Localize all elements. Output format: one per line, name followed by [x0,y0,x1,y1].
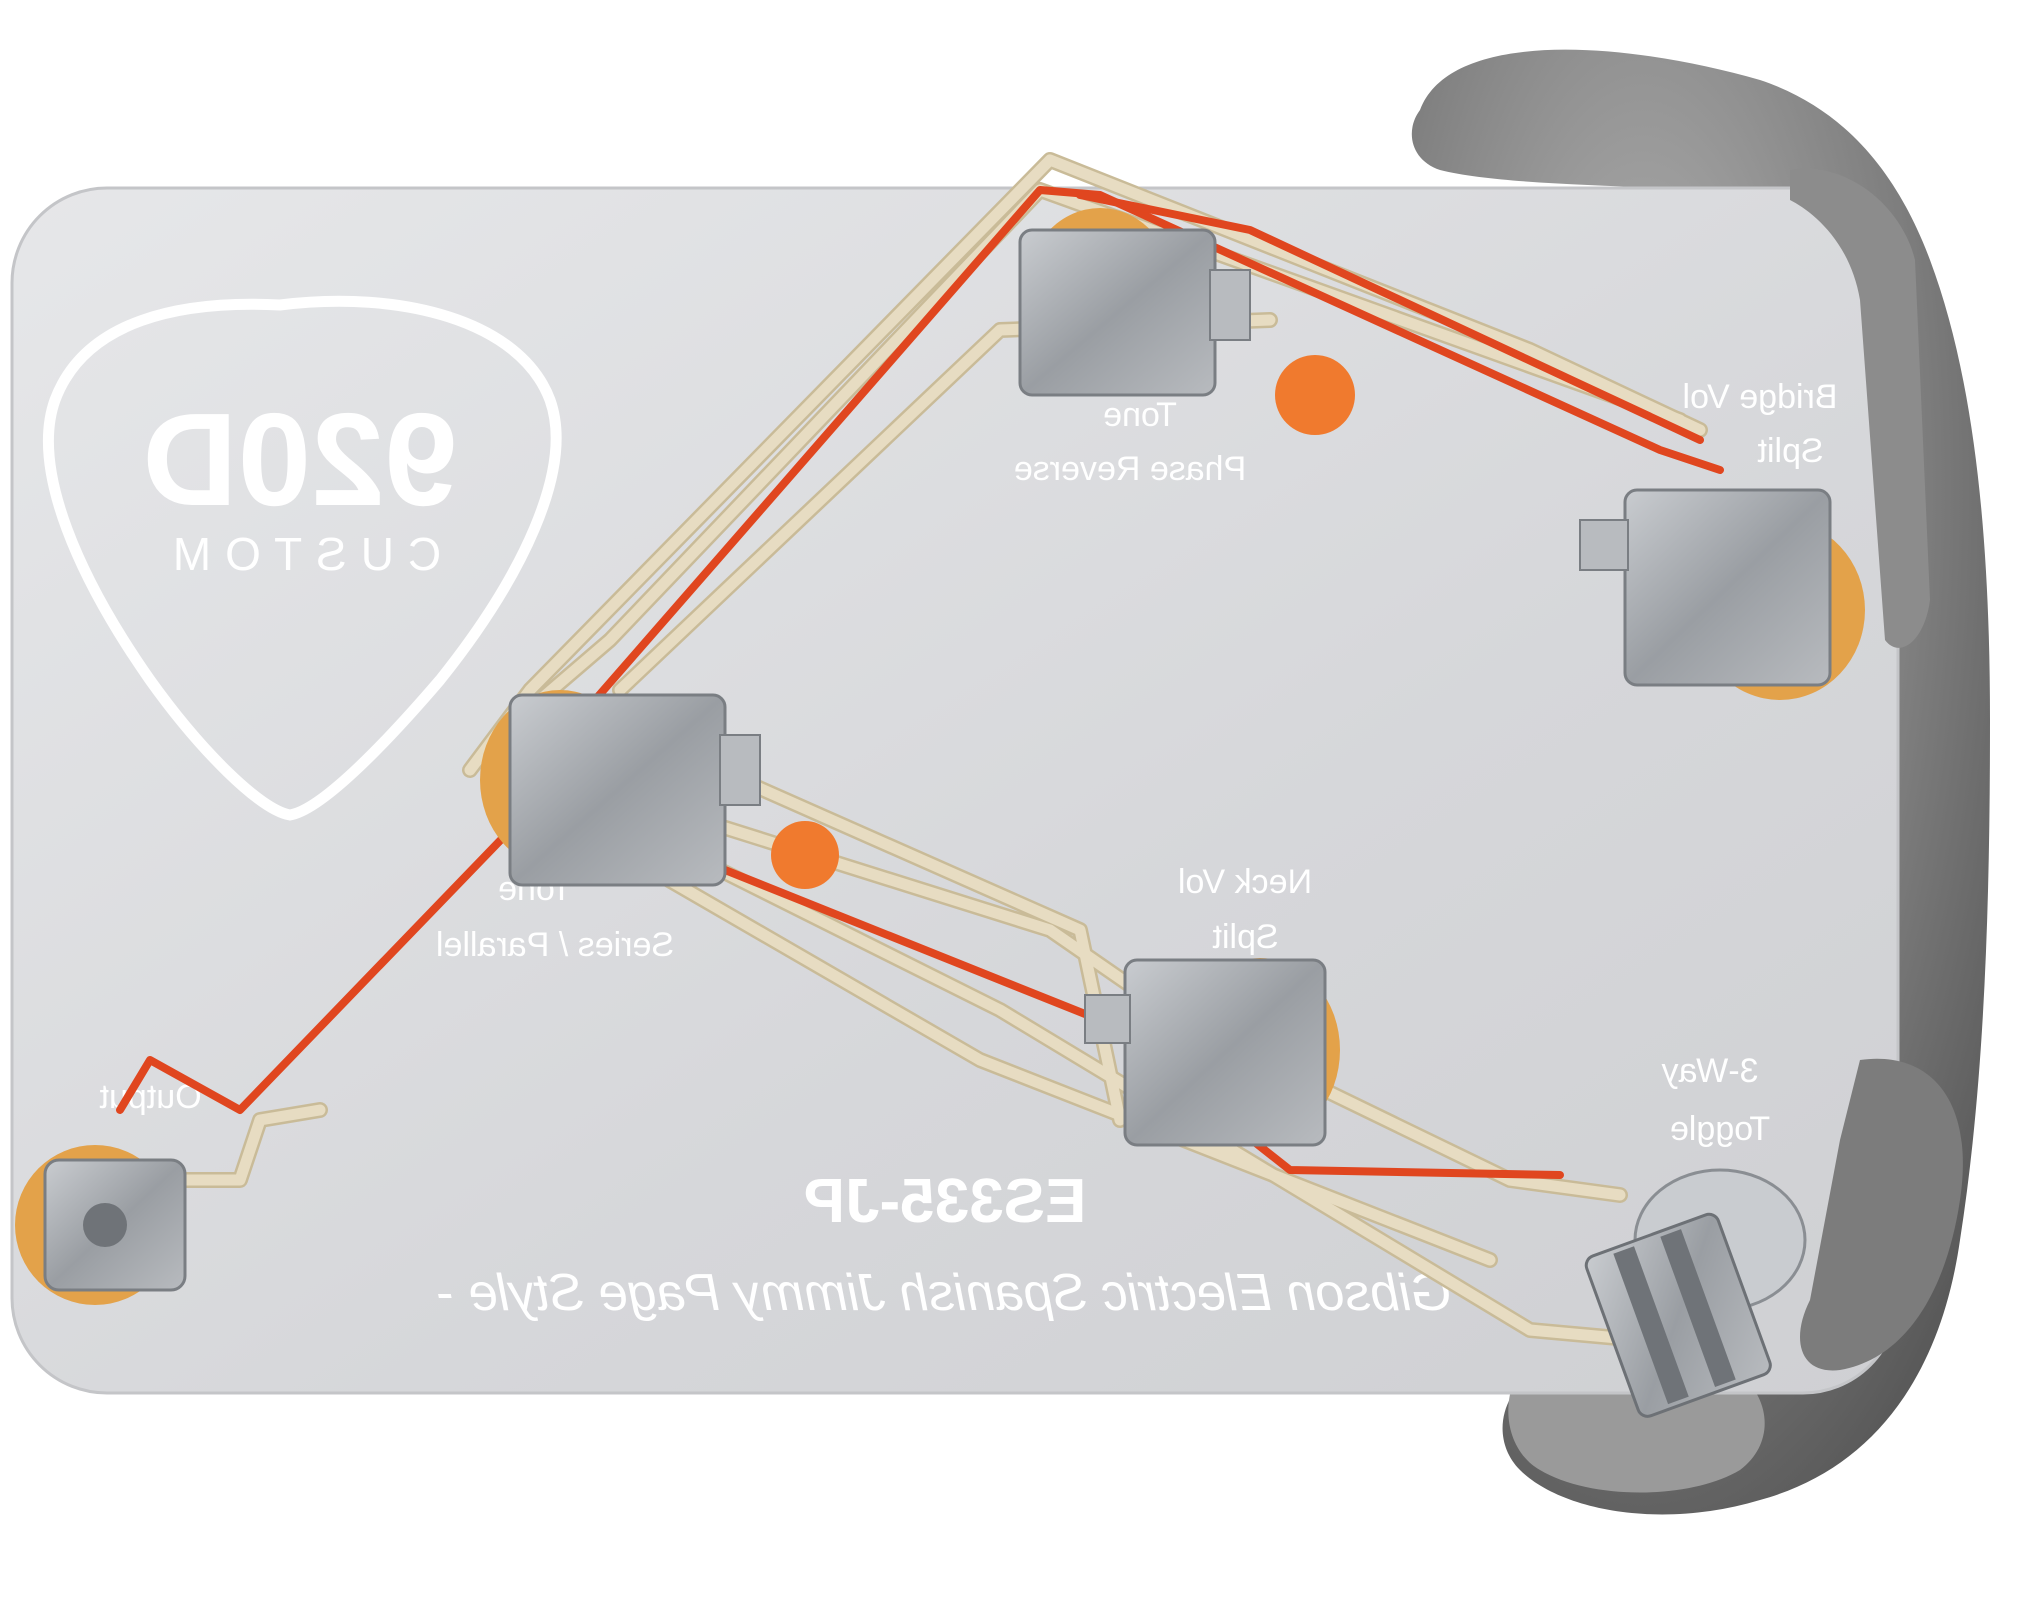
mounting-board [10,186,1900,1395]
bridge-label-line1: Bridge Vol [1683,378,1838,416]
pot-neck-volume [1084,958,1340,1147]
hand-fingers [1790,168,1963,1371]
neck-label-line1: Neck Vol [1178,863,1312,901]
toggle-label-line2: Toggle [1670,1110,1770,1148]
tone1-label-line2: Phase Reverse [1014,450,1246,488]
logo-line1: 920D [142,386,458,533]
board-labels: Tone Phase Reverse Bridge Vol Split Tone… [99,378,1838,1322]
neck-label-line2: Split [1212,918,1279,956]
pot-tone-phase [1018,208,1355,435]
potentiometer-icon [480,208,1865,1147]
capacitor-icon [1275,355,1355,435]
brand-logo: 920D CUSTOM [42,295,562,821]
pot-bridge-volume [1579,488,1865,700]
output-jack-icon [15,1145,187,1305]
bridge-label-line2: Split [1757,432,1824,470]
tone2-label-line2: Series / Parallel [436,926,674,964]
toggle-label-line1: 3-Way [1662,1052,1759,1090]
logo-line2: CUSTOM [159,528,442,580]
tone1-label-line1: Tone [1103,396,1177,434]
toggle-switch-icon [1584,1168,1807,1418]
model-subtitle: - Gibson Electric Spanish Jimmy Page Sty… [437,1264,1483,1322]
model-name: ES335-JP [804,1167,1087,1236]
pot-tone-series-parallel [480,690,839,889]
capacitor-icon [771,821,839,889]
